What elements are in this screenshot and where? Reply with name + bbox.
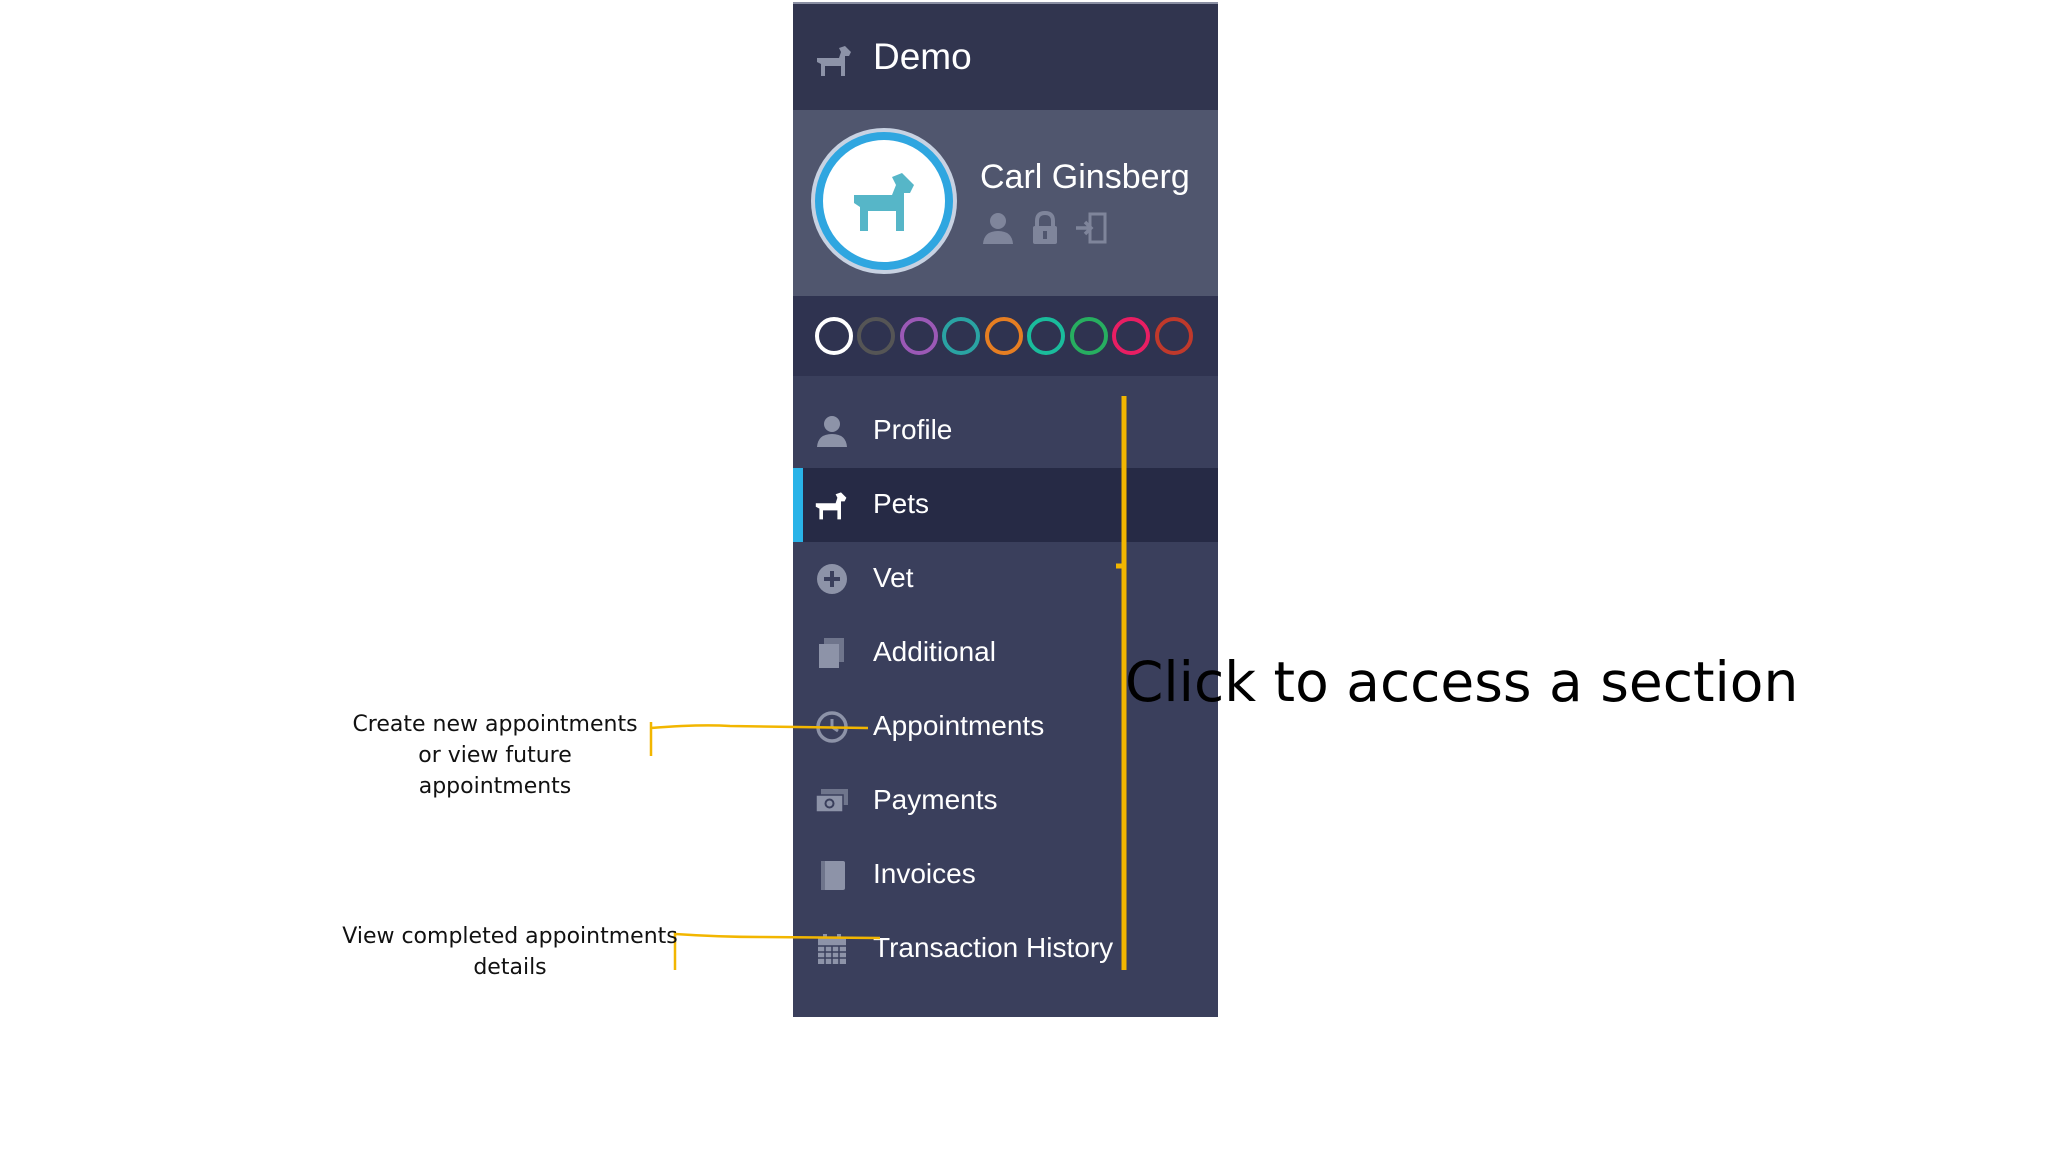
user-icon <box>817 416 847 447</box>
sign-out-icon[interactable] <box>1073 210 1109 246</box>
theme-swatch-red[interactable] <box>1155 317 1193 355</box>
user-profile-card: Carl Ginsberg <box>793 110 1218 296</box>
book-icon <box>821 861 845 890</box>
theme-swatch-gray[interactable] <box>857 317 895 355</box>
nav-item-pets[interactable]: Pets <box>793 468 1218 542</box>
nav-label: Additional <box>873 636 996 667</box>
dog-icon <box>854 173 914 231</box>
theme-swatch-purple[interactable] <box>900 317 938 355</box>
sidebar: Demo Carl Ginsberg <box>793 2 1218 1017</box>
nav-item-vet[interactable]: Vet <box>793 542 1218 616</box>
theme-swatch-green[interactable] <box>1070 317 1108 355</box>
user-profile-icon[interactable] <box>980 210 1016 246</box>
nav-item-profile[interactable]: Profile <box>793 394 1218 468</box>
theme-color-picker <box>793 296 1218 376</box>
avatar[interactable] <box>815 132 953 270</box>
nav-item-additional[interactable]: Additional <box>793 616 1218 690</box>
dog-icon <box>817 46 851 76</box>
nav-label: Appointments <box>873 710 1045 741</box>
nav-label: Vet <box>873 562 914 593</box>
lock-icon[interactable] <box>1027 210 1063 246</box>
history-note: View completed appointments details <box>342 924 678 980</box>
theme-swatch-orange[interactable] <box>985 317 1023 355</box>
appointments-note: Create new appointments or view future a… <box>352 712 638 799</box>
plus-circle-icon <box>817 564 847 594</box>
dog-icon <box>815 492 847 520</box>
calendar-icon <box>818 934 846 964</box>
money-icon <box>815 789 848 813</box>
brand-header[interactable]: Demo <box>793 2 1218 110</box>
nav-label: Payments <box>873 784 998 815</box>
user-name: Carl Ginsberg <box>980 158 1190 196</box>
app-title: Demo <box>873 36 972 77</box>
copy-icon <box>819 638 844 668</box>
theme-swatch-turquoise[interactable] <box>1027 317 1065 355</box>
section-access-note: Click to access a section <box>1125 650 1799 714</box>
theme-swatch-teal[interactable] <box>942 317 980 355</box>
nav-label: Profile <box>873 414 953 445</box>
clock-icon <box>816 711 848 743</box>
nav-item-transaction-history[interactable]: Transaction History <box>793 912 1218 986</box>
nav-label: Pets <box>873 488 930 519</box>
nav-item-payments[interactable]: Payments <box>793 764 1218 838</box>
theme-swatch-white[interactable] <box>815 317 853 355</box>
nav-label: Transaction History <box>873 932 1114 963</box>
nav-item-invoices[interactable]: Invoices <box>793 838 1218 912</box>
nav-label: Invoices <box>873 858 976 889</box>
theme-swatch-pink[interactable] <box>1112 317 1150 355</box>
